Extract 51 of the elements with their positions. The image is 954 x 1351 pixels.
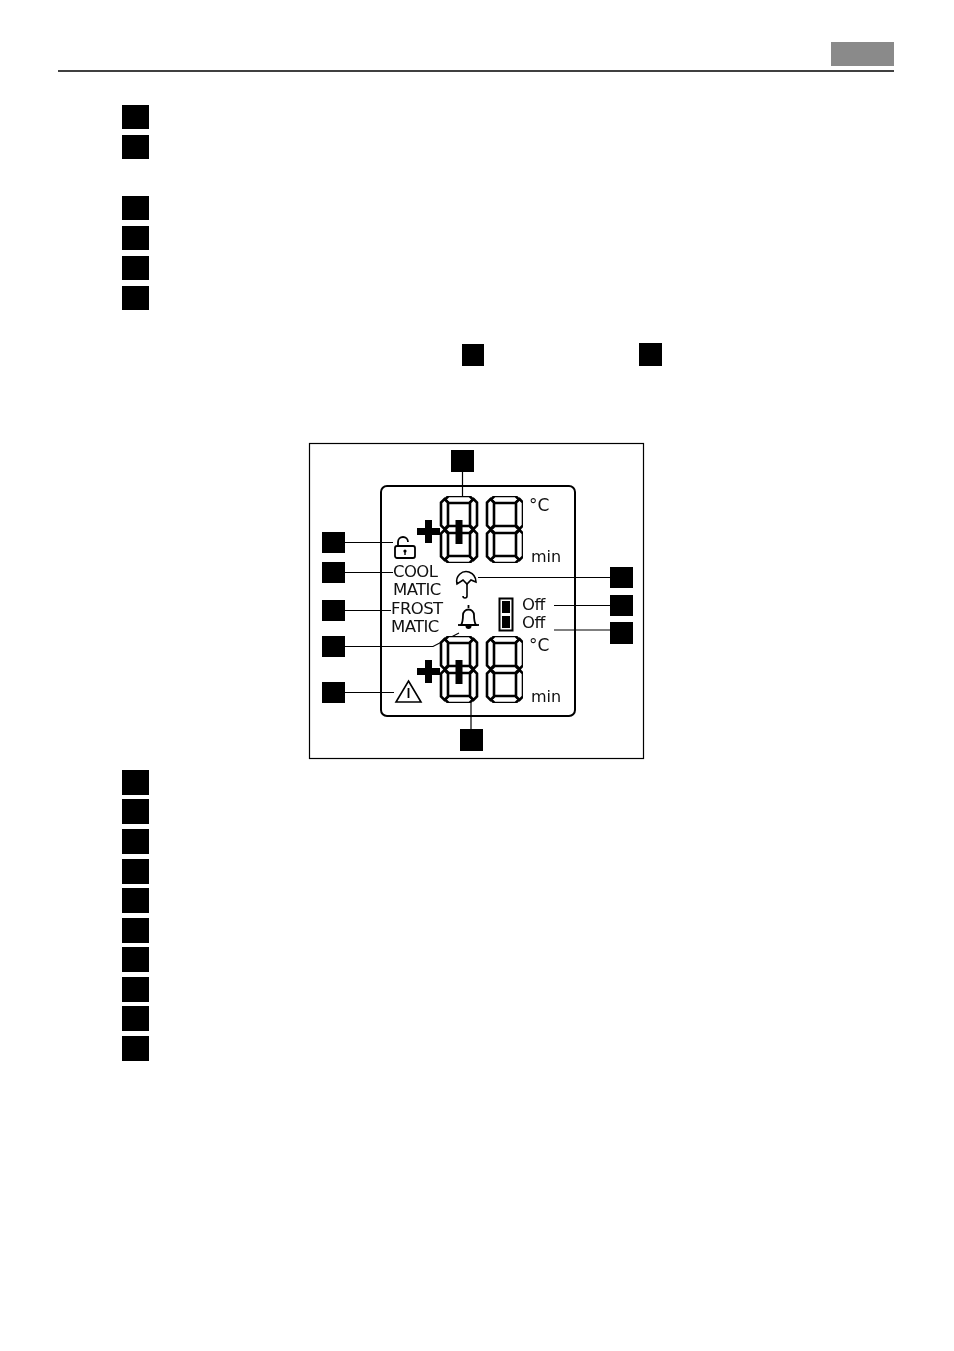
callout-marker xyxy=(122,918,149,943)
digit-display-drawing xyxy=(417,496,523,563)
callout-marker xyxy=(322,532,345,553)
callout-marker xyxy=(122,256,149,280)
unit-label: min xyxy=(531,688,562,706)
callout-marker xyxy=(122,977,149,1002)
leader-line xyxy=(344,571,394,574)
leader-line xyxy=(344,541,394,544)
leader-line xyxy=(344,632,460,648)
callout-marker xyxy=(322,600,345,621)
indicator-label: COOL MATIC xyxy=(393,563,455,599)
callout-marker xyxy=(122,1006,149,1031)
indicator-label: Off xyxy=(522,596,554,614)
leader-line xyxy=(344,609,392,612)
callout-marker xyxy=(122,135,149,159)
umbrella-icon xyxy=(454,568,478,599)
leader-line xyxy=(553,604,611,607)
callout-marker xyxy=(451,450,474,472)
callout-marker xyxy=(122,799,149,824)
unit-label: °C xyxy=(529,496,550,514)
callout-marker xyxy=(122,947,149,972)
callout-marker xyxy=(122,1036,149,1061)
leader-line xyxy=(553,629,611,631)
callout-marker xyxy=(462,344,484,366)
leader-line xyxy=(461,471,464,497)
callout-marker xyxy=(610,595,633,616)
leader-line xyxy=(477,576,611,579)
warning-icon xyxy=(394,679,423,704)
callout-marker xyxy=(122,859,149,884)
callout-marker xyxy=(322,682,345,703)
callout-marker xyxy=(122,770,149,795)
leader-line xyxy=(344,691,395,694)
lock-icon xyxy=(393,536,417,559)
callout-marker xyxy=(610,622,633,644)
callout-marker xyxy=(122,196,149,220)
callout-marker xyxy=(322,636,345,657)
callout-marker xyxy=(122,226,149,250)
callout-marker xyxy=(122,829,149,854)
unit-label: °C xyxy=(529,636,550,654)
callout-marker xyxy=(460,729,483,751)
indicator-label: FROST MATIC xyxy=(391,600,455,636)
callout-marker xyxy=(122,105,149,129)
callout-marker xyxy=(122,286,149,310)
leader-line xyxy=(470,702,472,730)
callout-marker xyxy=(639,343,662,366)
digit-display-drawing xyxy=(417,636,523,703)
callout-marker xyxy=(122,888,149,913)
callout-marker xyxy=(610,567,633,588)
callout-marker xyxy=(322,562,345,583)
indicator-label: Off xyxy=(522,614,554,632)
unit-label: min xyxy=(531,548,562,566)
